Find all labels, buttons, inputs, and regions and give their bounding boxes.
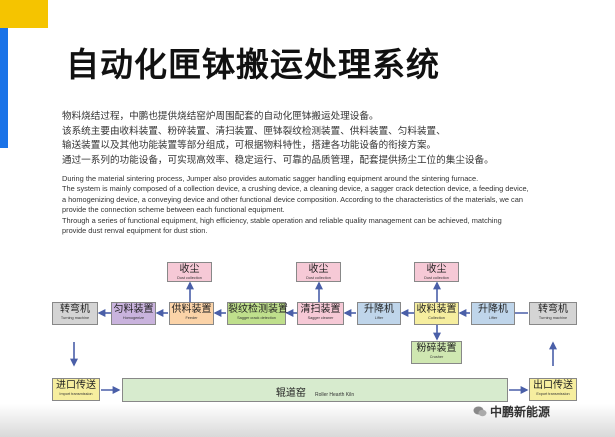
en-line: The system is mainly composed of a colle… — [62, 184, 529, 194]
en-line: provide the connection scheme between ea… — [62, 205, 285, 215]
dust-collection-box: 收尘 Dust collection — [414, 262, 459, 282]
blue-accent-bar — [0, 28, 8, 148]
crack-detection-device: 裂纹检测装置 Sagger crack detection — [227, 302, 288, 325]
footer-band — [0, 404, 615, 437]
en-line: provide dust renval equipment for dust s… — [62, 226, 208, 236]
homogenize-device: 匀料装置 Homogenize — [111, 302, 156, 325]
watermark-text: 中鹏新能源 — [490, 405, 551, 419]
kiln-label-cn: 辊道窑 — [275, 388, 306, 399]
en-line: During the material sintering process, J… — [62, 174, 479, 183]
export-transmission: 出口传送 Export transmission — [529, 378, 577, 401]
en-line: Through a series of functional equipment… — [62, 215, 502, 225]
turning-machine-right: 转弯机 Turning machine — [529, 302, 577, 325]
dust-collection-box: 收尘 Dust collection — [167, 262, 212, 282]
cleaner-device: 清扫装置 Sagger cleaner — [297, 302, 344, 325]
cn-line: 输送装置以及其他功能装置等部分组成，可根据物料特性，搭建各功能设备的衔接方案。 — [62, 140, 437, 151]
wechat-icon — [473, 406, 487, 417]
collection-device: 收料装置 Collection — [414, 302, 459, 325]
lifter-middle: 升降机 Lifter — [357, 302, 401, 325]
english-description: During the material sintering process, J… — [62, 174, 610, 236]
turning-machine-left: 转弯机 Turning machine — [52, 302, 98, 325]
dust-collection-box: 收尘 Dust collection — [296, 262, 341, 282]
crusher-device: 粉碎装置 Crusher — [411, 341, 462, 364]
cn-line: 该系统主要由收料装置、粉碎装置、清扫装置、匣钵裂纹检测装置、供料装置、匀料装置、 — [62, 125, 446, 137]
roller-hearth-kiln: 辊道窑 Roller Hearth Kiln — [122, 378, 508, 402]
page-title: 自动化匣钵搬运处理系统 — [66, 45, 440, 84]
en-line: a homogenizing device, a conveying devic… — [62, 194, 523, 204]
import-transmission: 进口传送 Import transmission — [52, 378, 100, 401]
lifter-right: 升降机 Lifter — [471, 302, 515, 325]
chinese-description: 物料烧结过程，中鹏也提供烧结窑炉周围配套的自动化匣钵搬运处理设备。 该系统主要由… — [62, 110, 602, 168]
cn-line: 通过一系列的功能设备，可实现高效率、稳定运行、可靠的品质管理，配套提供扬尘工位的… — [62, 154, 494, 166]
feeder-device: 供料装置 Feeder — [169, 302, 214, 325]
yellow-accent-bar — [0, 0, 48, 28]
cn-line: 物料烧结过程，中鹏也提供烧结窑炉周围配套的自动化匣钵搬运处理设备。 — [62, 111, 379, 122]
kiln-label-en: Roller Hearth Kiln — [314, 392, 355, 398]
